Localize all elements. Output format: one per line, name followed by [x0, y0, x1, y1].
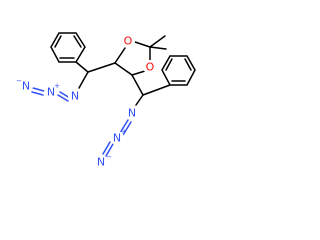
negative-charge-right: −: [106, 153, 112, 161]
bond-c4-cleft: [87, 62, 116, 73]
phenyl-right-double-3: [165, 58, 173, 71]
bond-c5-c4: [114, 62, 133, 76]
nitrogen-atom-label-left-2: N: [47, 86, 55, 99]
nitrogen-atom-label-right-3: N: [97, 156, 105, 169]
bond-o3-c2: [131, 40, 151, 48]
oxygen-atom-label-bottom: O: [146, 61, 155, 74]
positive-charge-right: +: [121, 128, 127, 136]
nitrogen-atom-label-right-2: N: [113, 132, 121, 145]
azide-left-bond-1a: [57, 94, 69, 102]
nitrogen-atom-label-left-3: N: [22, 80, 30, 93]
bond-cright-phenyl: [142, 84, 171, 96]
bond-o1-c5: [131, 70, 146, 76]
nitrogen-atom-label-right-1: N: [128, 107, 136, 120]
phenyl-left-double-3: [73, 35, 82, 48]
azide-right-bond-1a: [119, 119, 129, 134]
bond-methyl-2: [149, 46, 167, 50]
bond-c4-o3: [114, 47, 126, 64]
phenyl-right-ring: [161, 55, 196, 86]
azide-right-bond-1b: [122, 121, 132, 136]
bond-methyl-1: [149, 35, 166, 48]
phenyl-left-ring: [50, 32, 86, 63]
phenyl-right-double-2: [184, 58, 192, 71]
molecule-structure: O O N N + N − N N + N −: [16, 32, 196, 169]
positive-charge-left: +: [54, 82, 60, 90]
phenyl-left-double-2: [54, 35, 62, 48]
azide-right-bond-2a: [102, 141, 111, 155]
azide-left-bond-2b: [32, 87, 45, 92]
bond-cleft-phenyl: [75, 61, 89, 73]
negative-charge-left: −: [16, 77, 22, 85]
oxygen-atom-label-top: O: [124, 35, 133, 48]
nitrogen-atom-label-left-1: N: [71, 90, 79, 103]
azide-left-bond-2a: [31, 91, 44, 96]
bond-c5-cright: [131, 74, 144, 96]
bond-cleft-n: [78, 71, 89, 89]
azide-right-bond-2b: [105, 143, 114, 157]
bond-cright-n: [135, 94, 144, 106]
